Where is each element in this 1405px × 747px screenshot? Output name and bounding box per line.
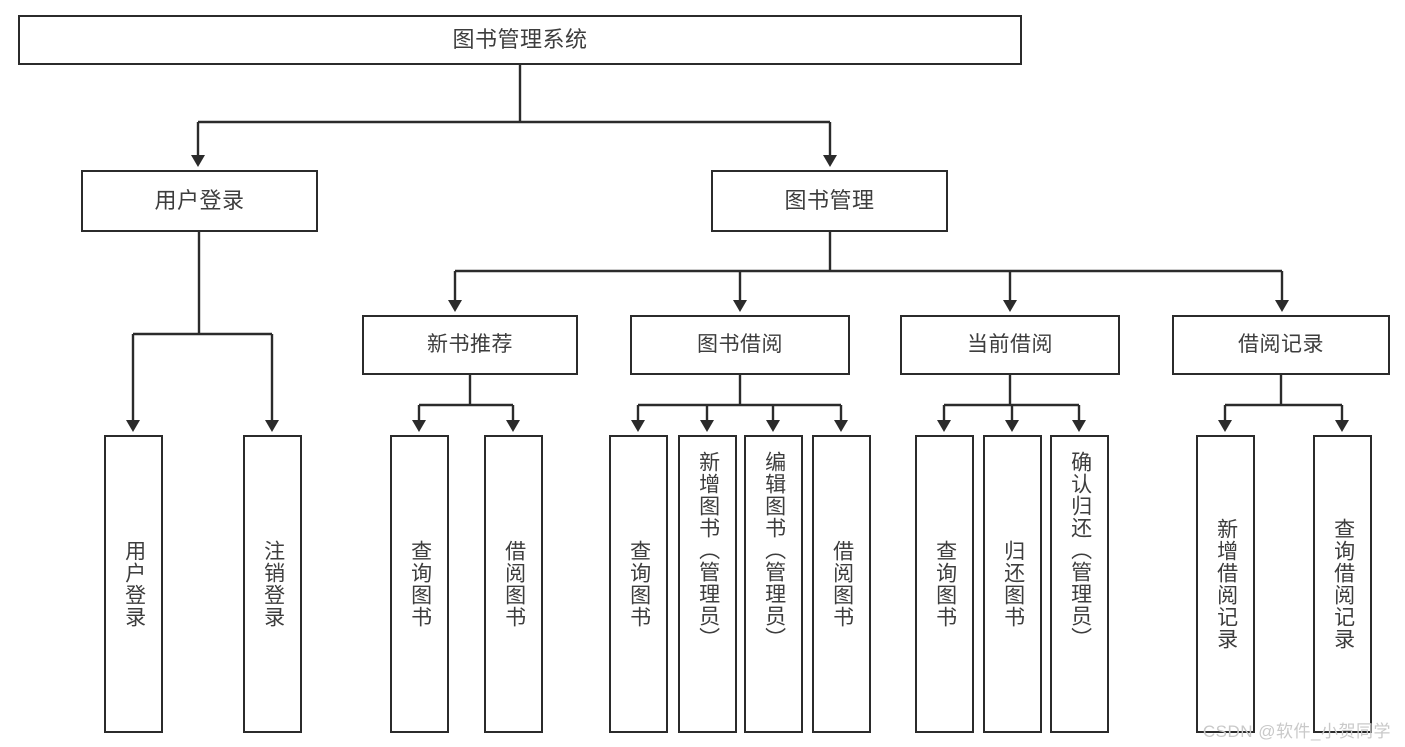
node-leaf-borrow-book-1-label: 借阅图书: [502, 540, 526, 628]
csdn-watermark: CSDN @软件_小贺同学: [1202, 722, 1391, 741]
node-book-borrow-label: 图书借阅: [697, 332, 783, 356]
node-leaf-return-book-label: 归还图书: [1001, 540, 1025, 628]
node-root[interactable]: 图书管理系统: [18, 15, 1022, 65]
node-leaf-query-record-label: 查询借阅记录: [1331, 518, 1355, 650]
node-root-label: 图书管理系统: [452, 27, 588, 53]
node-leaf-query-book-2[interactable]: 查询图书: [609, 435, 668, 733]
node-leaf-edit-book[interactable]: 编辑图书（管理员）: [744, 435, 803, 733]
node-leaf-query-record[interactable]: 查询借阅记录: [1313, 435, 1372, 733]
node-user-login[interactable]: 用户登录: [81, 170, 318, 232]
node-borrow-record[interactable]: 借阅记录: [1172, 315, 1390, 375]
node-leaf-query-book-2-label: 查询图书: [627, 540, 651, 628]
node-leaf-user-login[interactable]: 用户登录: [104, 435, 163, 733]
node-leaf-query-book-1[interactable]: 查询图书: [390, 435, 449, 733]
node-leaf-add-book-label: 新增图书（管理员）: [696, 451, 720, 649]
node-leaf-borrow-book-2[interactable]: 借阅图书: [812, 435, 871, 733]
node-book-manage[interactable]: 图书管理: [711, 170, 948, 232]
node-leaf-add-record-label: 新增借阅记录: [1214, 518, 1238, 650]
node-new-book-recommend-label: 新书推荐: [427, 332, 513, 356]
node-leaf-query-book-3[interactable]: 查询图书: [915, 435, 974, 733]
node-leaf-add-record[interactable]: 新增借阅记录: [1196, 435, 1255, 733]
node-leaf-confirm-return[interactable]: 确认归还（管理员）: [1050, 435, 1109, 733]
node-leaf-return-book[interactable]: 归还图书: [983, 435, 1042, 733]
node-leaf-add-book[interactable]: 新增图书（管理员）: [678, 435, 737, 733]
node-leaf-confirm-return-label: 确认归还（管理员）: [1068, 451, 1092, 649]
node-borrow-record-label: 借阅记录: [1238, 332, 1324, 356]
node-leaf-user-login-label: 用户登录: [122, 540, 146, 628]
node-leaf-query-book-1-label: 查询图书: [408, 540, 432, 628]
node-book-manage-label: 图书管理: [784, 188, 875, 214]
node-book-borrow[interactable]: 图书借阅: [630, 315, 850, 375]
node-leaf-borrow-book-2-label: 借阅图书: [830, 540, 854, 628]
node-leaf-edit-book-label: 编辑图书（管理员）: [762, 451, 786, 649]
node-new-book-recommend[interactable]: 新书推荐: [362, 315, 578, 375]
node-current-borrow[interactable]: 当前借阅: [900, 315, 1120, 375]
node-leaf-user-logout-label: 注销登录: [261, 540, 285, 628]
node-leaf-query-book-3-label: 查询图书: [933, 540, 957, 628]
node-current-borrow-label: 当前借阅: [967, 332, 1053, 356]
node-leaf-borrow-book-1[interactable]: 借阅图书: [484, 435, 543, 733]
node-leaf-user-logout[interactable]: 注销登录: [243, 435, 302, 733]
node-user-login-label: 用户登录: [154, 188, 245, 214]
